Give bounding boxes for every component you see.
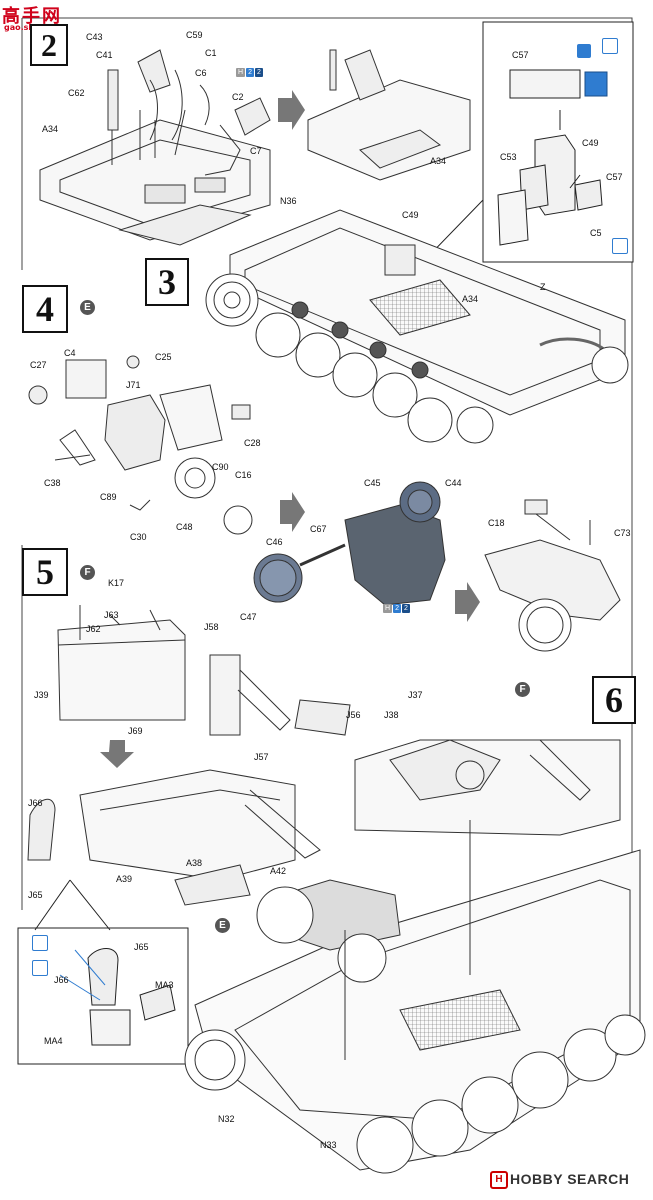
part-label: C57 bbox=[606, 172, 623, 182]
step-4-number: 4 bbox=[22, 285, 68, 333]
subassembly-e-badge: E bbox=[215, 918, 230, 933]
step-5-number: 5 bbox=[22, 548, 68, 596]
part-label: J69 bbox=[128, 726, 143, 736]
part-label: J66 bbox=[54, 975, 69, 985]
part-label: J57 bbox=[254, 752, 269, 762]
step2-result-hull bbox=[307, 49, 471, 181]
part-label: C28 bbox=[244, 438, 261, 448]
step-6-number: 6 bbox=[592, 676, 636, 724]
part-label: C4 bbox=[64, 348, 76, 358]
step6-engine bbox=[354, 739, 621, 836]
step2-hull bbox=[39, 49, 271, 246]
part-label: MA4 bbox=[44, 1036, 63, 1046]
part-label: J37 bbox=[408, 690, 423, 700]
part-label: C43 bbox=[86, 32, 103, 42]
final-drive-assembly bbox=[484, 499, 621, 652]
part-label: MA3 bbox=[155, 980, 174, 990]
part-label: J63 bbox=[104, 610, 119, 620]
part-label: A34 bbox=[462, 294, 479, 304]
part-label: C59 bbox=[186, 30, 203, 40]
part-label: J58 bbox=[204, 622, 219, 632]
part-label: J38 bbox=[384, 710, 399, 720]
part-label: C44 bbox=[445, 478, 462, 488]
step-2-number: 2 bbox=[30, 24, 68, 66]
part-label: C49 bbox=[582, 138, 599, 148]
step5-parts bbox=[57, 605, 351, 736]
brush-icon bbox=[32, 935, 48, 951]
part-label: K17 bbox=[108, 578, 125, 588]
watermark-title: 高手网 bbox=[2, 6, 62, 27]
part-label: A38 bbox=[186, 858, 203, 868]
part-label: J62 bbox=[86, 624, 101, 634]
part-label: Z bbox=[540, 282, 546, 292]
part-label: C73 bbox=[614, 528, 631, 538]
part-label: C27 bbox=[30, 360, 47, 370]
part-label: C18 bbox=[488, 518, 505, 528]
step5-result bbox=[27, 769, 321, 906]
part-label: N33 bbox=[320, 1140, 337, 1150]
part-label: C1 bbox=[205, 48, 217, 58]
part-label: C46 bbox=[266, 537, 283, 547]
hobby-search-watermark: H HOBBY SEARCH bbox=[490, 1168, 650, 1190]
part-label: C7 bbox=[250, 146, 262, 156]
step4-parts bbox=[28, 355, 253, 535]
step-3-number: 3 bbox=[145, 258, 189, 306]
part-label: C57 bbox=[512, 50, 529, 60]
part-label: C49 bbox=[402, 210, 419, 220]
part-label: C25 bbox=[155, 352, 172, 362]
part-label: A39 bbox=[116, 874, 133, 884]
part-label: J56 bbox=[346, 710, 361, 720]
step3-chassis bbox=[205, 209, 629, 444]
paint-drop-icon bbox=[32, 960, 48, 976]
part-label: C90 bbox=[212, 462, 229, 472]
part-label: C67 bbox=[310, 524, 327, 534]
part-label: J65 bbox=[134, 942, 149, 952]
part-label: C5 bbox=[590, 228, 602, 238]
part-label: C53 bbox=[500, 152, 517, 162]
part-label: C62 bbox=[68, 88, 85, 98]
part-label: J39 bbox=[34, 690, 49, 700]
brush-icon bbox=[612, 238, 628, 254]
part-label: C38 bbox=[44, 478, 61, 488]
part-label: N32 bbox=[218, 1114, 235, 1124]
step6-hull bbox=[184, 820, 646, 1174]
part-label: A42 bbox=[270, 866, 287, 876]
step-5-subassembly-badge: F bbox=[80, 565, 95, 580]
watermark-text: HOBBY SEARCH bbox=[510, 1171, 630, 1187]
part-label: J65 bbox=[28, 890, 43, 900]
part-label: A34 bbox=[430, 156, 447, 166]
step-6-subassembly-badge: F bbox=[515, 682, 530, 697]
part-label: C41 bbox=[96, 50, 113, 60]
part-label: C30 bbox=[130, 532, 147, 542]
hobby-search-logo-icon: H bbox=[490, 1171, 508, 1189]
transmission-assembly bbox=[253, 481, 446, 606]
part-label: N36 bbox=[280, 196, 297, 206]
part-label: C47 bbox=[240, 612, 257, 622]
part-label: J71 bbox=[126, 380, 141, 390]
part-label: C89 bbox=[100, 492, 117, 502]
brush-icon bbox=[602, 38, 618, 54]
part-label: J66 bbox=[28, 798, 43, 808]
part-label: C45 bbox=[364, 478, 381, 488]
part-label: C6 bbox=[195, 68, 207, 78]
paint-icon bbox=[577, 44, 591, 58]
part-label: A34 bbox=[42, 124, 59, 134]
part-label: C48 bbox=[176, 522, 193, 532]
part-label: C2 bbox=[232, 92, 244, 102]
part-label: C16 bbox=[235, 470, 252, 480]
step-4-subassembly-badge: E bbox=[80, 300, 95, 315]
